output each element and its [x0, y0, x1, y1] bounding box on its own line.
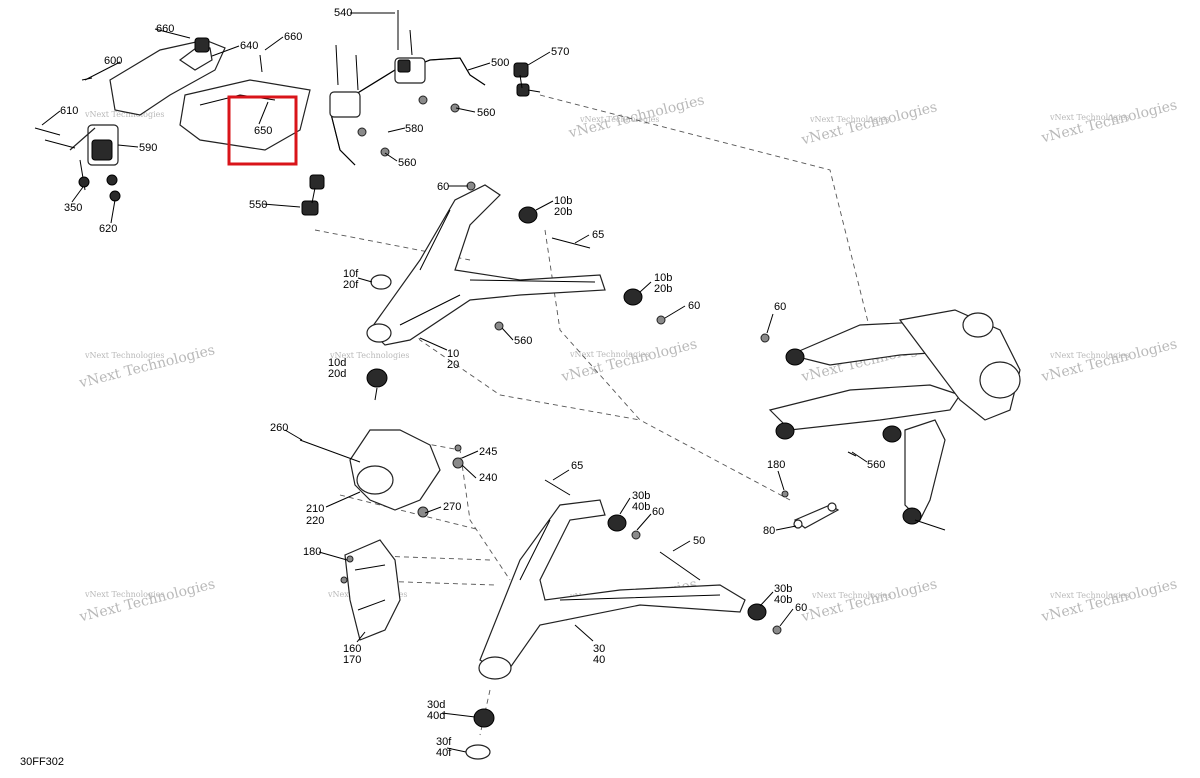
part-label-40b: 40b [632, 501, 650, 513]
part-label-20b: 20b [654, 283, 672, 295]
watermark: vNext Technologies [329, 351, 409, 360]
leader-lines [41, 12, 868, 753]
part-label-30f: 30f [436, 736, 452, 748]
brake-shield-group [340, 539, 401, 641]
part-label-350: 350 [64, 202, 82, 214]
sway-bar-group [301, 10, 541, 216]
part-label-10: 10 [447, 348, 459, 360]
part-label-560: 560 [398, 157, 416, 169]
part-label-180: 180 [303, 546, 321, 558]
part-label-50: 50 [693, 535, 705, 547]
watermark: vNext Technologies [1039, 336, 1179, 385]
diagram-code: 30FF302 [20, 756, 64, 768]
watermark: vNext Technologies [559, 336, 699, 385]
part-label-240: 240 [479, 472, 497, 484]
part-label-620: 620 [99, 223, 117, 235]
part-label-600: 600 [104, 55, 122, 67]
watermark: vNext Technologies [84, 351, 164, 360]
watermark: vNext Technologies [77, 342, 217, 391]
part-label-560: 560 [867, 459, 885, 471]
part-labels: 660 600 640 660 610 590 650 350 620 540 … [60, 7, 885, 759]
part-label-220: 220 [306, 515, 324, 527]
watermark: vNext Technologies [1049, 351, 1129, 360]
part-label-10f: 10f [343, 268, 359, 280]
part-label-65: 65 [592, 229, 604, 241]
watermark: vNext Technologies [569, 350, 649, 359]
assembly-guide-lines [314, 94, 871, 736]
part-label-260: 260 [270, 422, 288, 434]
lower-a-arm-group [465, 479, 782, 760]
part-label-30: 30 [593, 643, 605, 655]
watermark: vNext Technologies [84, 590, 164, 599]
watermark: vNext Technologies [1049, 591, 1129, 600]
part-label-60: 60 [688, 300, 700, 312]
part-label-20: 20 [447, 359, 459, 371]
watermark: vNext Technologies [811, 591, 891, 600]
part-label-40b: 40b [774, 594, 792, 606]
watermark: vNext Technologies [809, 115, 889, 124]
part-label-580: 580 [405, 123, 423, 135]
part-label-40f: 40f [436, 747, 452, 759]
part-label-180: 180 [767, 459, 785, 471]
highlight-box-650 [227, 95, 298, 166]
part-label-10b: 10b [554, 195, 572, 207]
part-label-570: 570 [551, 46, 569, 58]
upper-a-arm-group [366, 181, 666, 401]
part-label-590: 590 [139, 142, 157, 154]
part-label-210: 210 [306, 503, 324, 515]
watermark: vNext Technologies [1039, 576, 1179, 625]
part-label-500: 500 [491, 57, 509, 69]
part-label-550: 550 [249, 199, 267, 211]
part-label-640: 640 [240, 40, 258, 52]
part-label-560: 560 [477, 107, 495, 119]
part-label-660: 660 [156, 23, 174, 35]
part-label-80: 80 [763, 525, 775, 537]
part-label-245: 245 [479, 446, 497, 458]
part-label-10b: 10b [654, 272, 672, 284]
part-label-270: 270 [443, 501, 461, 513]
watermark: vNext Technologies [1049, 113, 1129, 122]
part-label-60: 60 [652, 506, 664, 518]
part-label-30b: 30b [774, 583, 792, 595]
part-label-65: 65 [571, 460, 583, 472]
part-label-40: 40 [593, 654, 605, 666]
part-label-20b: 20b [554, 206, 572, 218]
part-label-60: 60 [795, 602, 807, 614]
part-label-40d: 40d [427, 710, 445, 722]
part-label-20f: 20f [343, 279, 359, 291]
part-label-60: 60 [774, 301, 786, 313]
height-sensor-bracket-group [34, 37, 311, 202]
watermark: vNext Technologies [799, 576, 939, 625]
part-label-650: 650 [254, 125, 272, 137]
watermark: vNext Technologies [84, 110, 164, 119]
part-label-30d: 30d [427, 699, 445, 711]
part-label-60: 60 [437, 181, 449, 193]
watermark: vNext Technologies [579, 115, 659, 124]
knuckle-group [299, 429, 464, 518]
part-label-660: 660 [284, 31, 302, 43]
part-label-10d: 10d [328, 357, 346, 369]
part-label-30b: 30b [632, 490, 650, 502]
part-label-540: 540 [334, 7, 352, 19]
watermark: vNext Technologies [77, 576, 217, 625]
part-label-160: 160 [343, 643, 361, 655]
assembled-suspension-view [760, 309, 1021, 531]
part-label-20d: 20d [328, 368, 346, 380]
part-label-560: 560 [514, 335, 532, 347]
part-label-170: 170 [343, 654, 361, 666]
part-label-610: 610 [60, 105, 78, 117]
